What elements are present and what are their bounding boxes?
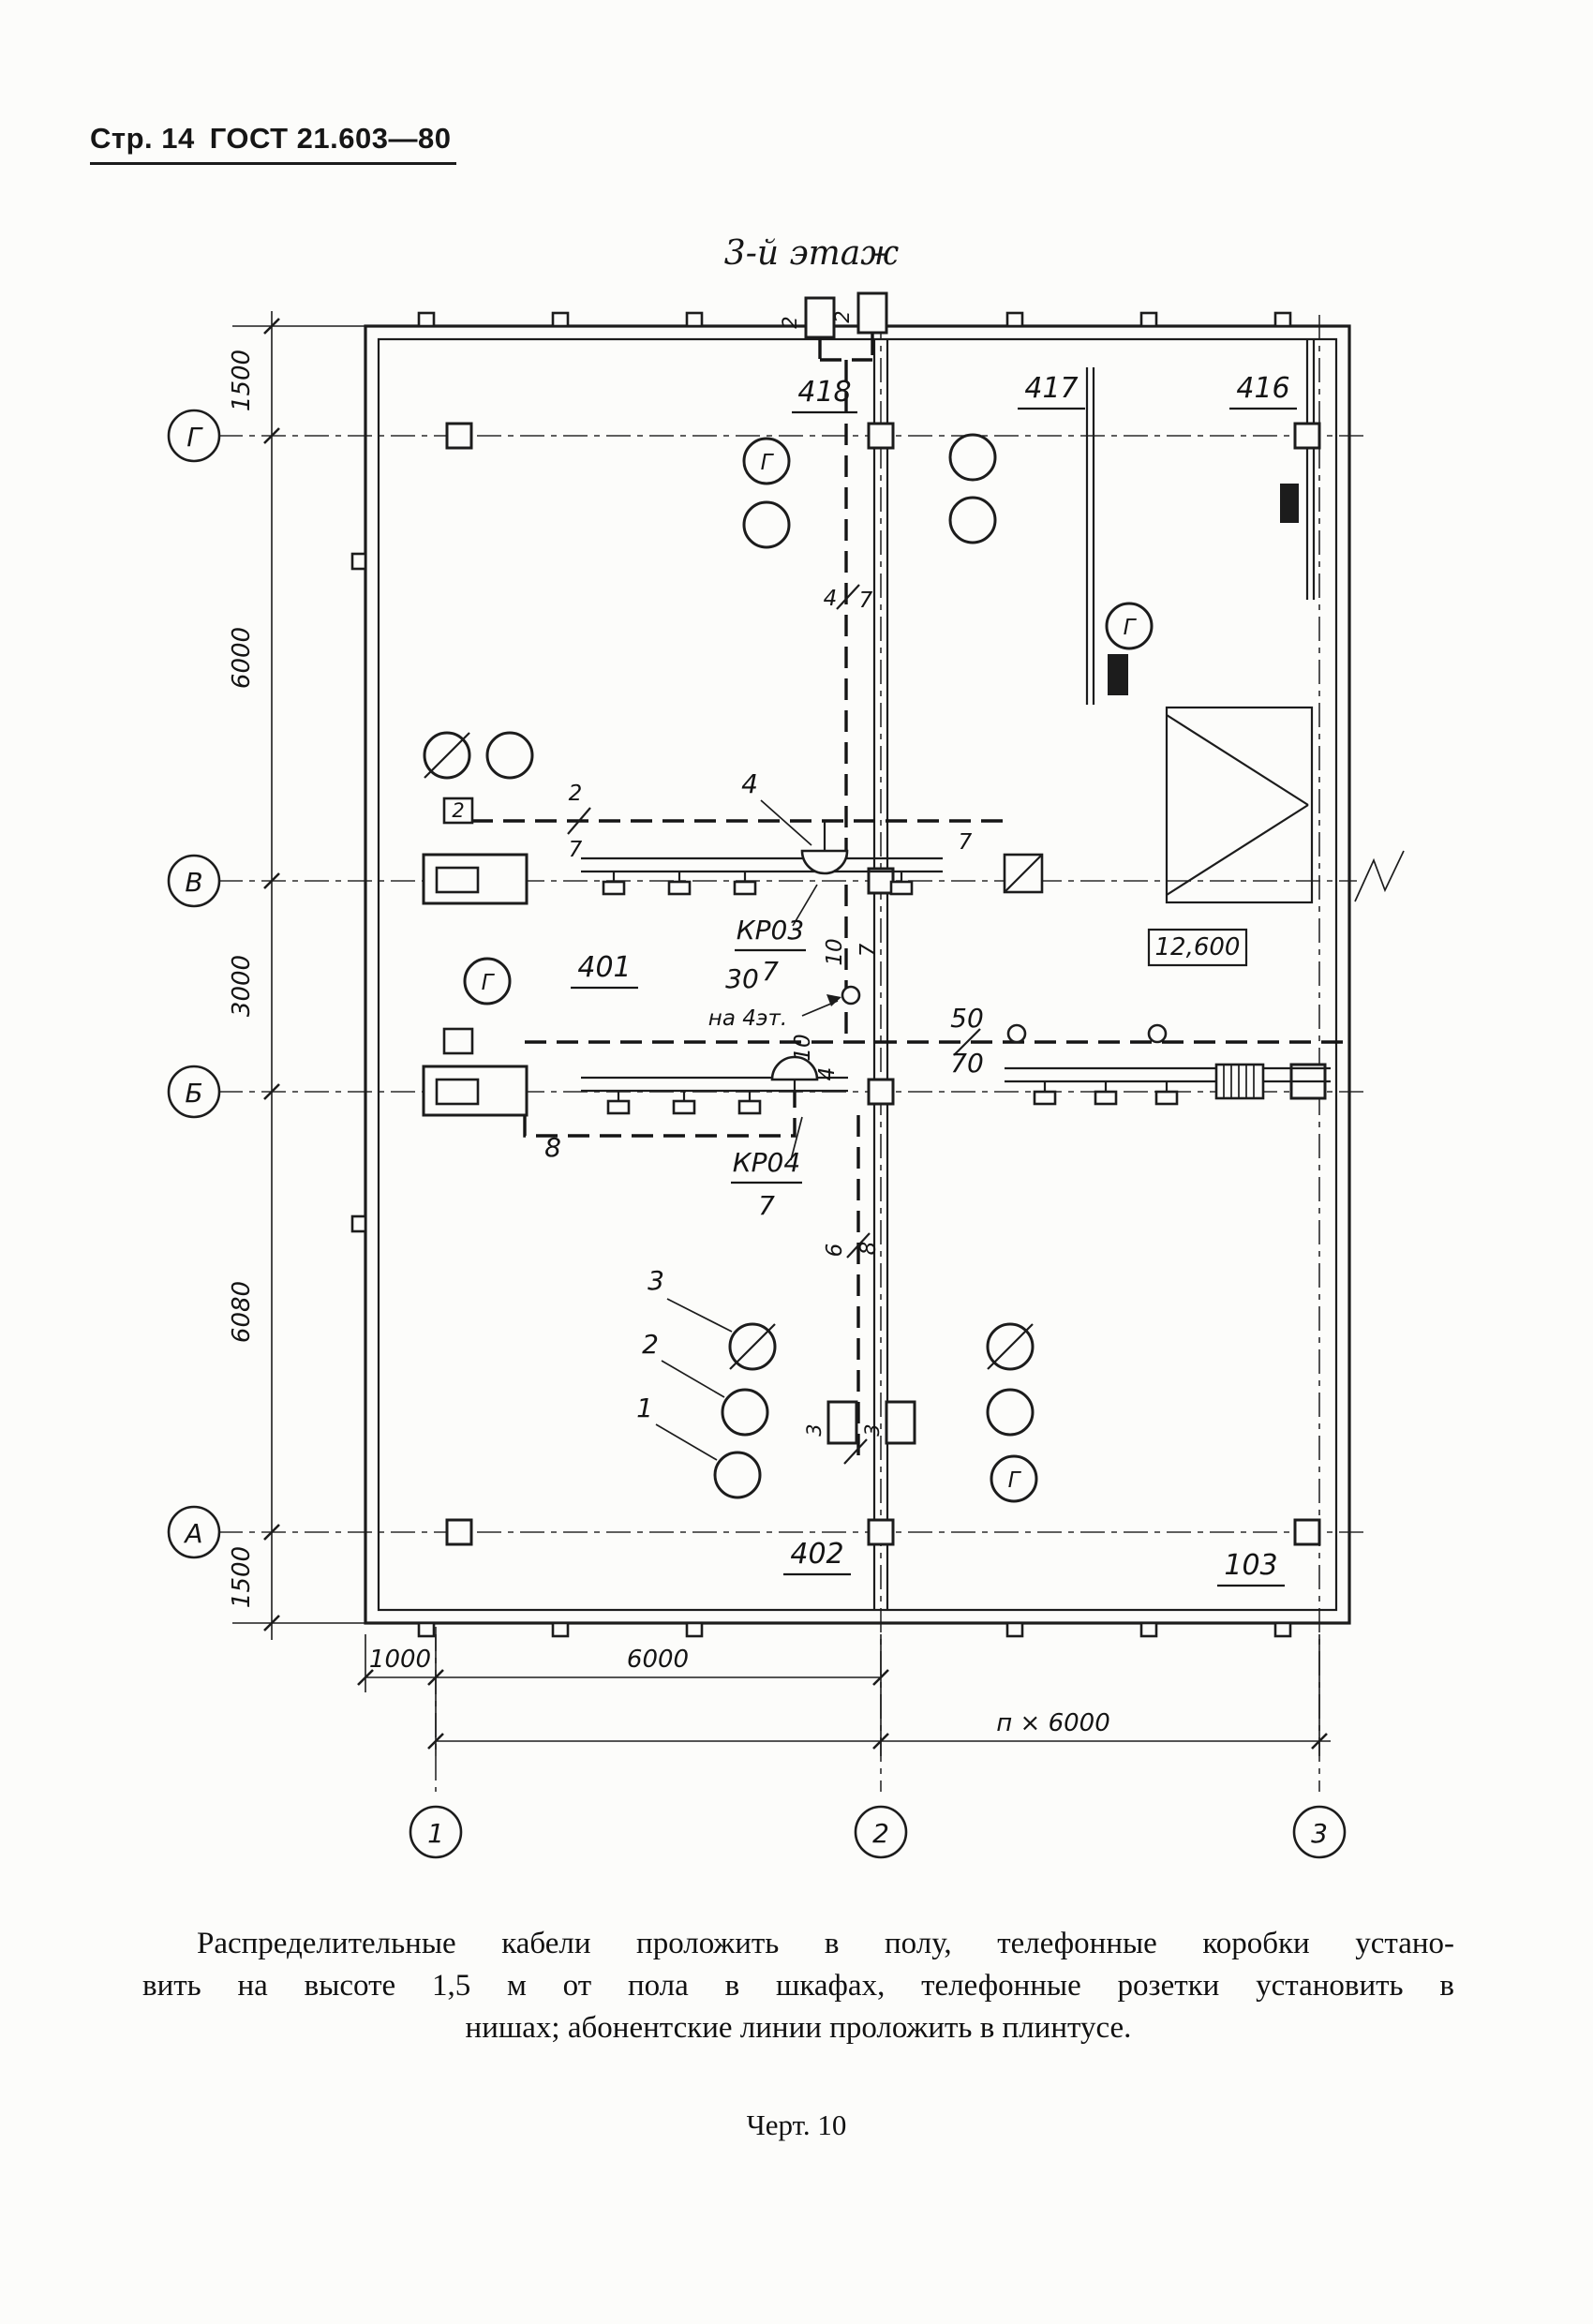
dim-left-1500-top: 1500 — [228, 350, 256, 411]
cable-routes — [471, 334, 1347, 1465]
cable-count-8: 8 — [856, 1242, 881, 1256]
svg-text:КР03: КР03 — [737, 915, 804, 946]
columns — [445, 422, 1327, 1546]
room-label-418: 418 — [797, 376, 851, 409]
g-letter: Г — [761, 451, 775, 475]
phone-box — [442, 1027, 474, 1055]
wall-piers — [350, 311, 1292, 1638]
cable-count-10: 10 — [823, 938, 847, 965]
outlet-rows — [581, 857, 1331, 1115]
dim-bottom-6000: 6000 — [627, 1646, 689, 1674]
radiator — [1214, 1063, 1265, 1100]
axis-row-b: Б — [185, 1078, 202, 1109]
kr-symbols — [770, 821, 849, 1093]
box-count-label: 3 — [803, 1423, 826, 1436]
kr04-fraction: КР04 7 — [731, 1147, 802, 1221]
svg-text:7: 7 — [758, 1190, 775, 1221]
callout-4: 4 — [741, 768, 758, 799]
axis-col-2: 2 — [872, 1818, 889, 1849]
dim-left-6080: 6080 — [228, 1281, 256, 1343]
room-label-402: 402 — [790, 1538, 843, 1571]
page-number-label: Стр. 14 — [90, 122, 195, 155]
building-walls — [350, 311, 1351, 1638]
cable-count-7: 7 — [856, 943, 881, 957]
note-line-1: Распределительные кабели проложить в пол… — [197, 1927, 1454, 1960]
standard-number: ГОСТ 21.603—80 — [209, 122, 452, 155]
cable-count-70: 70 — [950, 1048, 984, 1079]
svg-text:12,600: 12,600 — [1155, 933, 1241, 961]
dim-bottom-n6000: п × 6000 — [996, 1709, 1109, 1737]
dimension-bottom: 1000 6000 п × 6000 — [357, 1634, 1331, 1756]
axis-row-a: А — [183, 1518, 202, 1549]
note-line-3: нишах; абонентские линии проложить в пли… — [465, 2010, 1132, 2045]
socket-circles: Г Г Г Г — [423, 433, 1168, 1503]
legend-item-1: 1 — [636, 1393, 653, 1423]
room-label-103: 103 — [1224, 1549, 1277, 1582]
cable-count-4: 4 — [824, 587, 838, 611]
equipment-box — [1108, 654, 1128, 695]
kr03-symbol — [800, 849, 849, 875]
cable-count-7: 7 — [569, 838, 583, 862]
room-label-401: 401 — [577, 951, 631, 984]
box-count-label: 3 — [861, 1423, 884, 1436]
cable-count-7: 7 — [859, 588, 873, 613]
cable-count-4: 4 — [815, 1067, 840, 1081]
page-header: Стр. 14 ГОСТ 21.603—80 — [90, 122, 457, 165]
riser-30: 30 — [725, 963, 759, 994]
dim-left-1500-bottom: 1500 — [228, 1546, 256, 1608]
room-label-416: 416 — [1236, 372, 1289, 405]
phone-box — [856, 291, 888, 335]
phone-box — [885, 1400, 916, 1445]
phone-box — [442, 797, 474, 825]
kr04-symbol — [770, 1055, 819, 1081]
dimension-left: 1500 6000 3000 6080 1500 — [228, 311, 365, 1640]
equipment-box — [1280, 484, 1299, 523]
cable-count-2: 2 — [569, 782, 583, 806]
cable-count-50: 50 — [950, 1003, 984, 1034]
axis-row-g: Г — [186, 422, 203, 453]
room-label-417: 417 — [1024, 372, 1078, 405]
phone-box — [804, 296, 836, 339]
drawing-title: 3-й этаж — [723, 234, 900, 273]
cable-count-8: 8 — [544, 1132, 561, 1163]
crossed-box — [1003, 853, 1044, 894]
riser-to-4th-floor: на 4эт. — [708, 1006, 787, 1031]
axis-row-v: В — [185, 867, 202, 898]
box-count-label: 2 — [779, 316, 801, 328]
g-letter: Г — [1008, 1468, 1022, 1493]
box-count-label: 2 — [452, 799, 464, 822]
leader-lines — [655, 799, 841, 1461]
cable-count-7: 7 — [959, 830, 973, 855]
axis-col-3: 3 — [1311, 1818, 1328, 1849]
telephone-cabinets — [422, 291, 1044, 1445]
break-mark — [1354, 850, 1405, 902]
cable-count-10: 10 — [791, 1034, 815, 1061]
stairwell — [1165, 706, 1314, 904]
figure-number: Черт. 10 — [746, 2108, 847, 2141]
svg-text:КР04: КР04 — [733, 1147, 800, 1178]
drawing-note: Распределительные кабели проложить в пол… — [142, 1923, 1454, 2049]
legend-item-2: 2 — [642, 1329, 659, 1360]
plan-labels: 418 417 416 401 402 103 2 2 4 7 2 2 7 4 … — [452, 310, 1297, 1587]
kr03-fraction: КР03 7 — [735, 915, 806, 987]
note-line-2: вить на высоте 1,5 м от пола в шкафах, т… — [142, 1968, 1454, 2003]
dim-left-6000: 6000 — [228, 627, 256, 689]
elevation-mark: 12,600 — [1147, 928, 1248, 967]
cable-count-6: 6 — [823, 1244, 847, 1258]
legend-item-3: 3 — [648, 1265, 664, 1296]
dim-left-3000: 3000 — [228, 955, 256, 1017]
axis-col-1: 1 — [427, 1818, 444, 1849]
axis-circles: Г В Б А 1 2 3 — [167, 409, 1347, 1859]
box-count-label: 2 — [831, 310, 854, 322]
svg-text:7: 7 — [762, 956, 779, 987]
g-letter: Г — [1124, 616, 1138, 640]
dim-bottom-1000: 1000 — [369, 1646, 431, 1674]
phone-box — [826, 1400, 858, 1445]
g-letter: Г — [482, 971, 496, 995]
